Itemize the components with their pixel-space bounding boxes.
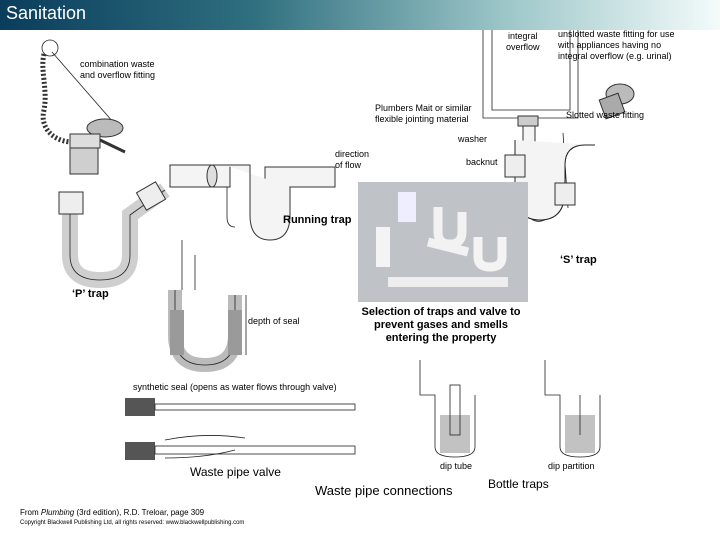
copyright: Copyright Blackwell Publishing Ltd, all … <box>20 520 245 526</box>
depth-of-seal-trap-illustration <box>168 240 247 373</box>
waste-pipe-connections-caption: Waste pipe connections <box>315 483 453 498</box>
synthetic-seal-label: synthetic seal (opens as water flows thr… <box>133 382 337 392</box>
s-trap-label: ‘S’ trap <box>560 254 597 266</box>
plumbers-mait-label: Plumbers Mait or similar flexible jointi… <box>375 103 472 124</box>
direction-of-flow-label: direction of flow <box>335 149 370 170</box>
dip-partition-label: dip partition <box>548 461 595 471</box>
running-trap-label: Running trap <box>283 214 352 226</box>
depth-of-seal-label: depth of seal <box>248 316 300 326</box>
integral-overflow-label: integral overflow <box>506 31 540 52</box>
citation: From Plumbing (3rd edition), R.D. Treloa… <box>20 508 204 517</box>
unslotted-waste-fitting-illustration <box>598 83 635 120</box>
traps-photo <box>358 182 528 302</box>
selection-caption: Selection of traps and valve to prevent … <box>361 306 521 344</box>
combination-waste-fitting-illustration <box>40 39 126 175</box>
washer-label: washer <box>458 134 488 144</box>
bottle-traps-caption: Bottle traps <box>488 477 549 491</box>
waste-pipe-valve-illustration <box>125 398 356 460</box>
backnut-label: backnut <box>466 157 498 167</box>
title-bar: Sanitation <box>0 0 720 30</box>
unslotted-waste-label: unslotted waste fitting for use with app… <box>558 29 675 61</box>
dip-tube-label: dip tube <box>440 461 473 471</box>
dip-partition-bottle-trap-illustration <box>544 360 601 458</box>
slide-title: Sanitation <box>6 3 87 23</box>
p-trap-illustration <box>58 181 170 289</box>
citation-book-title: Plumbing <box>40 508 75 517</box>
p-trap-label: ‘P’ trap <box>72 288 109 300</box>
running-trap-illustration <box>169 164 336 241</box>
dip-tube-bottle-trap-illustration <box>419 360 476 458</box>
citation-rest: (3rd edition), R.D. Treloar, page 309 <box>74 508 205 517</box>
s-trap-illustration <box>504 140 595 221</box>
citation-prefix: From <box>20 508 41 517</box>
waste-pipe-valve-caption: Waste pipe valve <box>190 465 281 479</box>
slotted-waste-label: Slotted waste fitting <box>566 110 645 120</box>
combination-waste-label: combination waste and overflow fitting <box>80 59 156 80</box>
